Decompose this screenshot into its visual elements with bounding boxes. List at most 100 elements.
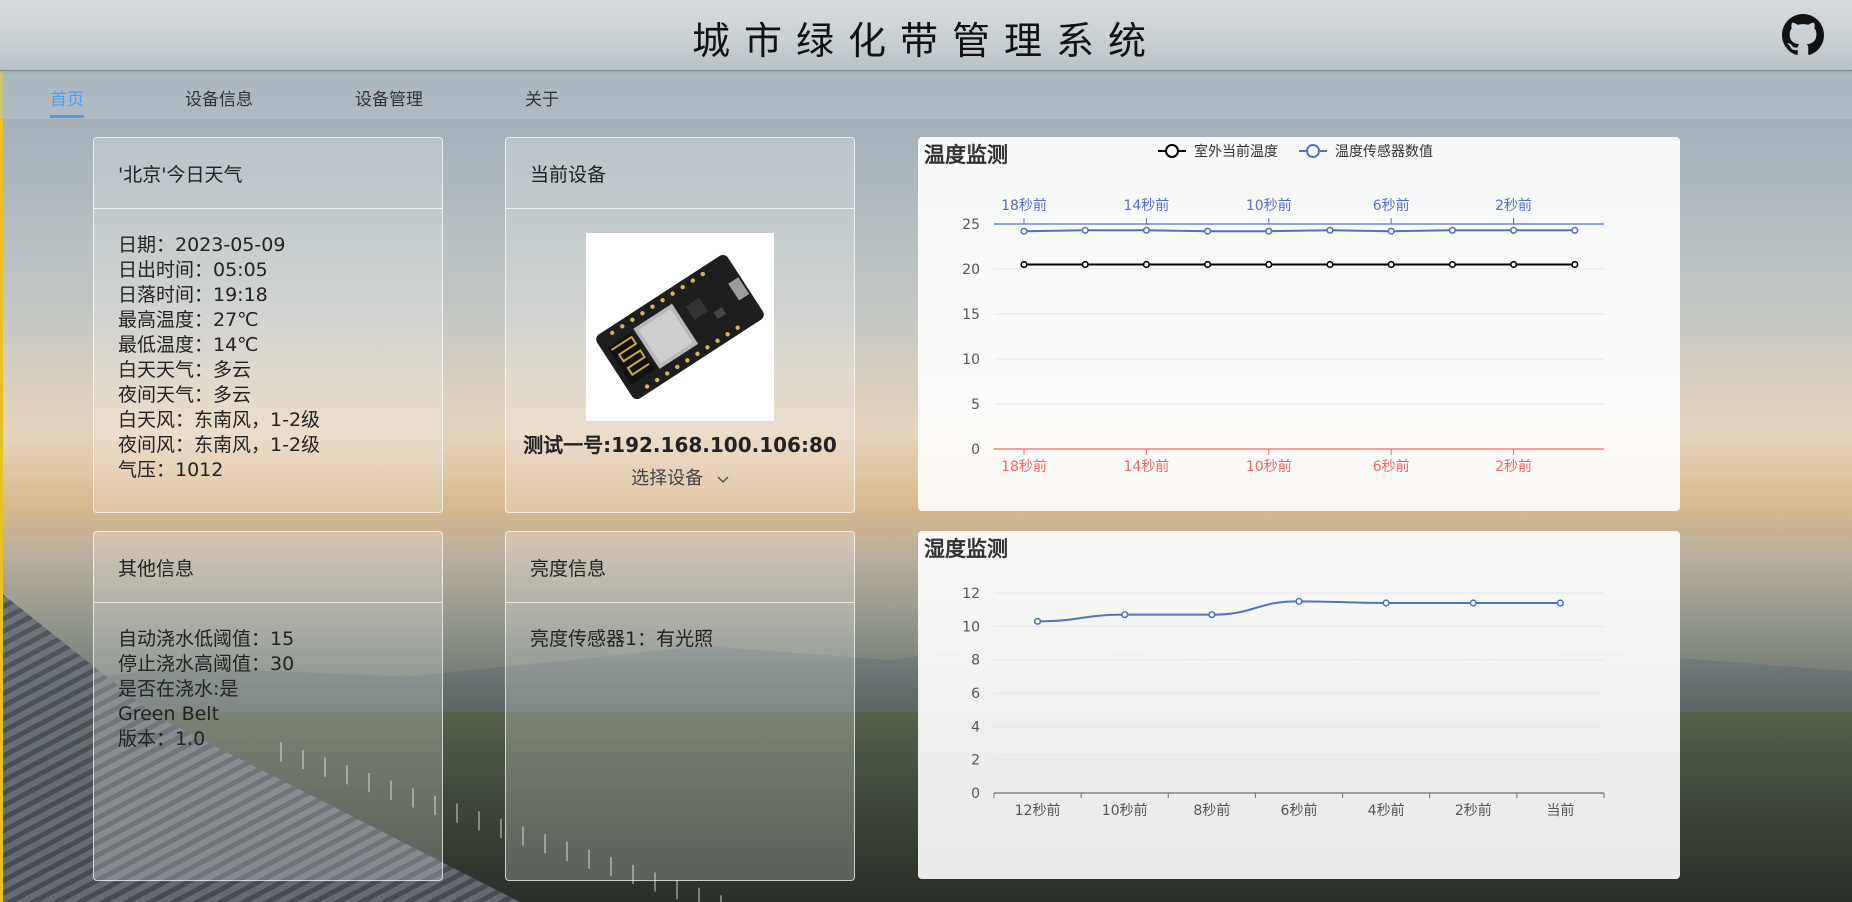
data-point <box>1509 260 1518 269</box>
y-tick-label: 25 <box>962 217 980 233</box>
y-tick-label: 10 <box>962 619 980 635</box>
x-bottom-tick-label: 6秒前 <box>1373 458 1410 475</box>
nav-active-indicator <box>50 115 84 118</box>
x-top-tick-label: 10秒前 <box>1246 197 1292 214</box>
select-device-label: 选择设备 <box>631 468 704 489</box>
humidity-chart: 0 2 4 6 8 10 12 12秒前 10秒前 8秒前 6秒前 4秒前 2秒前 当前 <box>962 586 1605 819</box>
x-tick-label: 2秒前 <box>1455 802 1492 819</box>
weather-night: 夜间天气：多云 <box>118 384 252 406</box>
y-tick-label: 4 <box>971 719 980 735</box>
water-low-threshold: 自动浇水低阈值：15 <box>118 628 295 650</box>
data-point <box>1142 260 1150 269</box>
data-point <box>1020 227 1028 235</box>
version: 版本：1.0 <box>118 728 206 750</box>
device-name: 测试一号:192.168.100.106:80 <box>523 433 837 457</box>
x-tick-label: 10秒前 <box>1102 802 1148 819</box>
project-name: Green Belt <box>118 703 220 725</box>
data-point <box>1448 226 1457 234</box>
weather-day: 白天天气：多云 <box>118 359 252 381</box>
legend-symbol <box>1306 144 1320 158</box>
light-card-body: 亮度传感器1：有光照 <box>506 603 854 676</box>
weather-high: 最高温度：27℃ <box>118 309 259 331</box>
chevron-down-icon <box>717 468 729 489</box>
weather-low: 最低温度：14℃ <box>118 334 259 356</box>
top-nav: 首页 设备信息 设备管理 关于 <box>0 71 1852 119</box>
humidity-chart-panel: 湿度监测 0 2 4 6 8 10 12 12秒前 10秒前 8秒前 6秒前 4秒前 2秒前 当前 <box>918 531 1680 879</box>
x-tick-label: 当前 <box>1546 802 1574 819</box>
x-tick-label: 8秒前 <box>1193 802 1230 819</box>
weather-sunrise: 日出时间：05:05 <box>118 259 268 281</box>
data-point <box>1121 611 1129 619</box>
data-point <box>1509 226 1518 234</box>
series-line-1 <box>1023 229 1575 233</box>
data-point <box>1326 226 1334 234</box>
data-point <box>1571 260 1579 269</box>
data-point <box>1448 260 1457 269</box>
data-point <box>1081 226 1089 234</box>
data-point <box>1326 260 1334 269</box>
x-bottom-tick-label: 18秒前 <box>1001 458 1047 475</box>
y-tick-label: 8 <box>971 653 980 669</box>
y-tick-label: 6 <box>971 686 980 702</box>
y-tick-label: 0 <box>971 786 980 802</box>
weather-day-wind: 白天风：东南风，1-2级 <box>118 409 321 431</box>
data-point <box>1387 260 1395 269</box>
select-device-dropdown[interactable]: 选择设备 <box>506 464 854 490</box>
data-point <box>1208 611 1216 619</box>
window-edge <box>0 0 3 902</box>
x-top-tick-label: 18秒前 <box>1001 197 1047 214</box>
device-card-title: 当前设备 <box>506 138 854 209</box>
data-point <box>1204 227 1212 235</box>
y-tick-label: 2 <box>971 753 980 769</box>
data-point <box>1571 226 1579 234</box>
device-card: 当前设备 测试一号:192.168.100.106:80 选择设备 <box>505 137 855 513</box>
data-point <box>1142 226 1150 234</box>
data-point <box>1382 599 1390 607</box>
x-bottom-tick-label: 2秒前 <box>1495 458 1532 475</box>
y-tick-label: 12 <box>962 586 980 602</box>
data-point <box>1387 227 1395 235</box>
device-board-image <box>586 233 774 421</box>
x-top-tick-label: 14秒前 <box>1123 197 1169 214</box>
other-info-title: 其他信息 <box>94 532 442 603</box>
nav-item-about[interactable]: 关于 <box>525 90 559 110</box>
x-top-tick-label: 6秒前 <box>1373 197 1410 214</box>
x-tick-label: 4秒前 <box>1368 802 1405 819</box>
nav-item-device-info[interactable]: 设备信息 <box>185 90 253 110</box>
weather-date: 日期：2023-05-09 <box>118 234 286 256</box>
x-tick-label: 12秒前 <box>1015 802 1061 819</box>
temperature-chart-title: 温度监测 <box>924 143 1008 167</box>
y-tick-label: 0 <box>971 442 980 458</box>
data-point <box>1265 260 1273 269</box>
data-point <box>1265 227 1273 235</box>
humidity-chart-title: 湿度监测 <box>924 537 1008 561</box>
water-high-threshold: 停止浇水高阈值：30 <box>118 653 295 675</box>
data-point <box>1469 599 1477 607</box>
x-top-tick-label: 2秒前 <box>1495 197 1532 214</box>
data-point <box>1081 260 1089 269</box>
data-point <box>1033 617 1042 625</box>
x-bottom-tick-label: 14秒前 <box>1123 458 1169 475</box>
app-title: 城市绿化带管理系统 <box>691 19 1160 63</box>
nav-item-device-manage[interactable]: 设备管理 <box>355 90 423 110</box>
weather-info: 日期：2023-05-09 日出时间：05:05 日落时间：19:18 最高温度… <box>94 209 442 507</box>
weather-sunset: 日落时间：19:18 <box>118 284 268 306</box>
other-info-card: 其他信息 自动浇水低阈值：15 停止浇水高阈值：30 是否在浇水:是 Green… <box>93 531 443 881</box>
github-icon[interactable] <box>1782 14 1824 56</box>
weather-night-wind: 夜间风：东南风，1-2级 <box>118 434 321 456</box>
legend-label: 室外当前温度 <box>1194 143 1278 160</box>
light-card-title: 亮度信息 <box>506 532 854 603</box>
watering-status: 是否在浇水:是 <box>118 678 239 700</box>
data-point <box>1020 260 1028 269</box>
x-tick-label: 6秒前 <box>1281 802 1318 819</box>
x-bottom-tick-label: 10秒前 <box>1246 458 1292 475</box>
data-point <box>1556 599 1565 607</box>
nav-item-home[interactable]: 首页 <box>50 90 84 110</box>
legend-label: 温度传感器数值 <box>1335 143 1433 160</box>
legend-symbol <box>1165 144 1179 158</box>
weather-card-title: '北京'今日天气 <box>94 138 442 209</box>
data-point <box>1204 260 1212 269</box>
light-card: 亮度信息 亮度传感器1：有光照 <box>505 531 855 881</box>
